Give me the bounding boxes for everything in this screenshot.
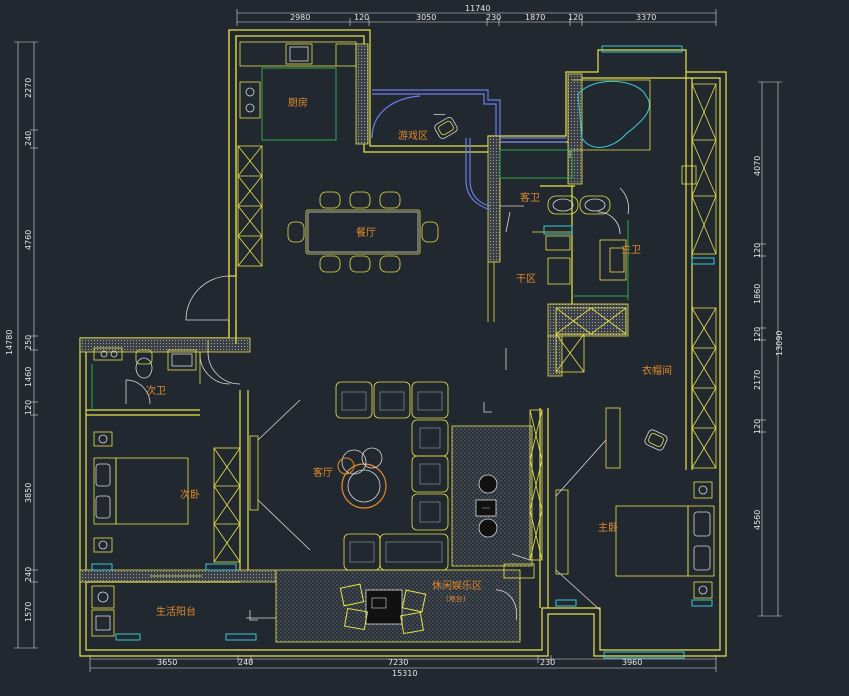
- dim-top-5: 120: [568, 13, 583, 22]
- bath-fixtures: [499, 149, 629, 300]
- dim-left-2: 4760: [24, 230, 33, 250]
- dim-left-5: 120: [24, 400, 33, 415]
- second-bath-fixtures: [91, 347, 231, 410]
- label-leisure-note: (地台): [446, 594, 466, 603]
- play-chair: [433, 114, 458, 139]
- kitchen-fixtures: [239, 41, 357, 141]
- label-kitchen: 厨房: [288, 96, 308, 109]
- label-leisure-area: 休闲娱乐区: [432, 579, 482, 592]
- dim-left-0: 2270: [24, 78, 33, 98]
- dimension-right: 4070 120 1860 120 2170 120 4560 13090: [753, 81, 784, 617]
- dim-top-3: 230: [486, 13, 501, 22]
- dim-top-1: 120: [354, 13, 369, 22]
- game-table: [339, 583, 427, 635]
- cloakroom-chair: [605, 407, 668, 469]
- dim-bottom-1: 240: [238, 658, 253, 667]
- dining-table: [287, 191, 439, 273]
- dim-left-3: 250: [24, 335, 33, 350]
- room-labels: 厨房 游戏区 餐厅 客卫 主卫 干区 次卫 衣帽间 客厅 次卧 主卧 休闲娱乐区…: [146, 96, 672, 618]
- dimension-top: 11740 2980 120 3050 230 1870 120 3370: [236, 4, 717, 26]
- dim-right-total: 13090: [775, 331, 784, 356]
- coffee-tables: [337, 447, 387, 509]
- section-markers: [249, 402, 492, 621]
- label-guest-bath: 客卫: [520, 191, 540, 204]
- play-area-track: [371, 89, 566, 211]
- dim-left-total: 14780: [5, 330, 14, 355]
- label-master-bedroom: 主卧: [598, 521, 618, 534]
- windows: [91, 45, 715, 659]
- living-sofa: [335, 381, 449, 571]
- leisure-platform: [451, 425, 533, 567]
- dim-top-0: 2980: [290, 13, 310, 22]
- master-bedroom-bed: [555, 439, 715, 611]
- label-balcony: 生活阳台: [156, 605, 196, 618]
- dim-bottom-4: 3960: [622, 658, 642, 667]
- dim-right-4: 2170: [753, 370, 762, 390]
- dim-left-1: 240: [24, 131, 33, 146]
- label-play-area: 游戏区: [398, 129, 428, 142]
- dim-right-2: 1860: [753, 284, 762, 304]
- label-dining: 餐厅: [356, 226, 376, 239]
- dim-top-4: 1870: [525, 13, 545, 22]
- dimension-bottom: 3650 240 7230 230 3960 15310: [89, 655, 717, 678]
- balcony-fixtures: [91, 575, 276, 637]
- label-dry-area: 干区: [516, 273, 536, 285]
- dim-right-5: 120: [753, 419, 762, 434]
- dim-left-4: 1460: [24, 367, 33, 387]
- dimension-left: 14780 2270 240 4760 250 1460 120 3850 24…: [5, 41, 38, 649]
- label-living: 客厅: [313, 466, 333, 479]
- label-second-bath: 次卫: [146, 384, 166, 397]
- second-bedroom-bed: [93, 431, 189, 553]
- dim-left-6: 3850: [24, 483, 33, 503]
- dim-bottom-2: 7230: [388, 658, 408, 667]
- stair-area: [495, 553, 535, 640]
- dim-top-6: 3370: [636, 13, 656, 22]
- dim-left-8: 1570: [24, 602, 33, 622]
- dim-right-3: 120: [753, 327, 762, 342]
- dim-right-1: 120: [753, 243, 762, 258]
- dim-left-7: 240: [24, 567, 33, 582]
- dim-bottom-0: 3650: [157, 658, 177, 667]
- leisure-furniture: [475, 474, 498, 538]
- label-master-bath: 主卫: [621, 244, 641, 256]
- dim-bottom-3: 230: [540, 658, 555, 667]
- cabinets: [213, 83, 717, 563]
- label-cloakroom: 衣帽间: [642, 364, 672, 377]
- media-wall: [249, 399, 311, 551]
- hatched-walls: [79, 43, 629, 583]
- bathtub: [572, 79, 697, 185]
- dim-bottom-total: 15310: [392, 669, 417, 678]
- dim-right-6: 4560: [753, 510, 762, 530]
- dim-top-2: 3050: [416, 13, 436, 22]
- label-second-bedroom: 次卧: [180, 488, 200, 501]
- dim-top-total: 11740: [465, 4, 490, 13]
- doors: [125, 187, 629, 405]
- dim-right-0: 4070: [753, 156, 762, 176]
